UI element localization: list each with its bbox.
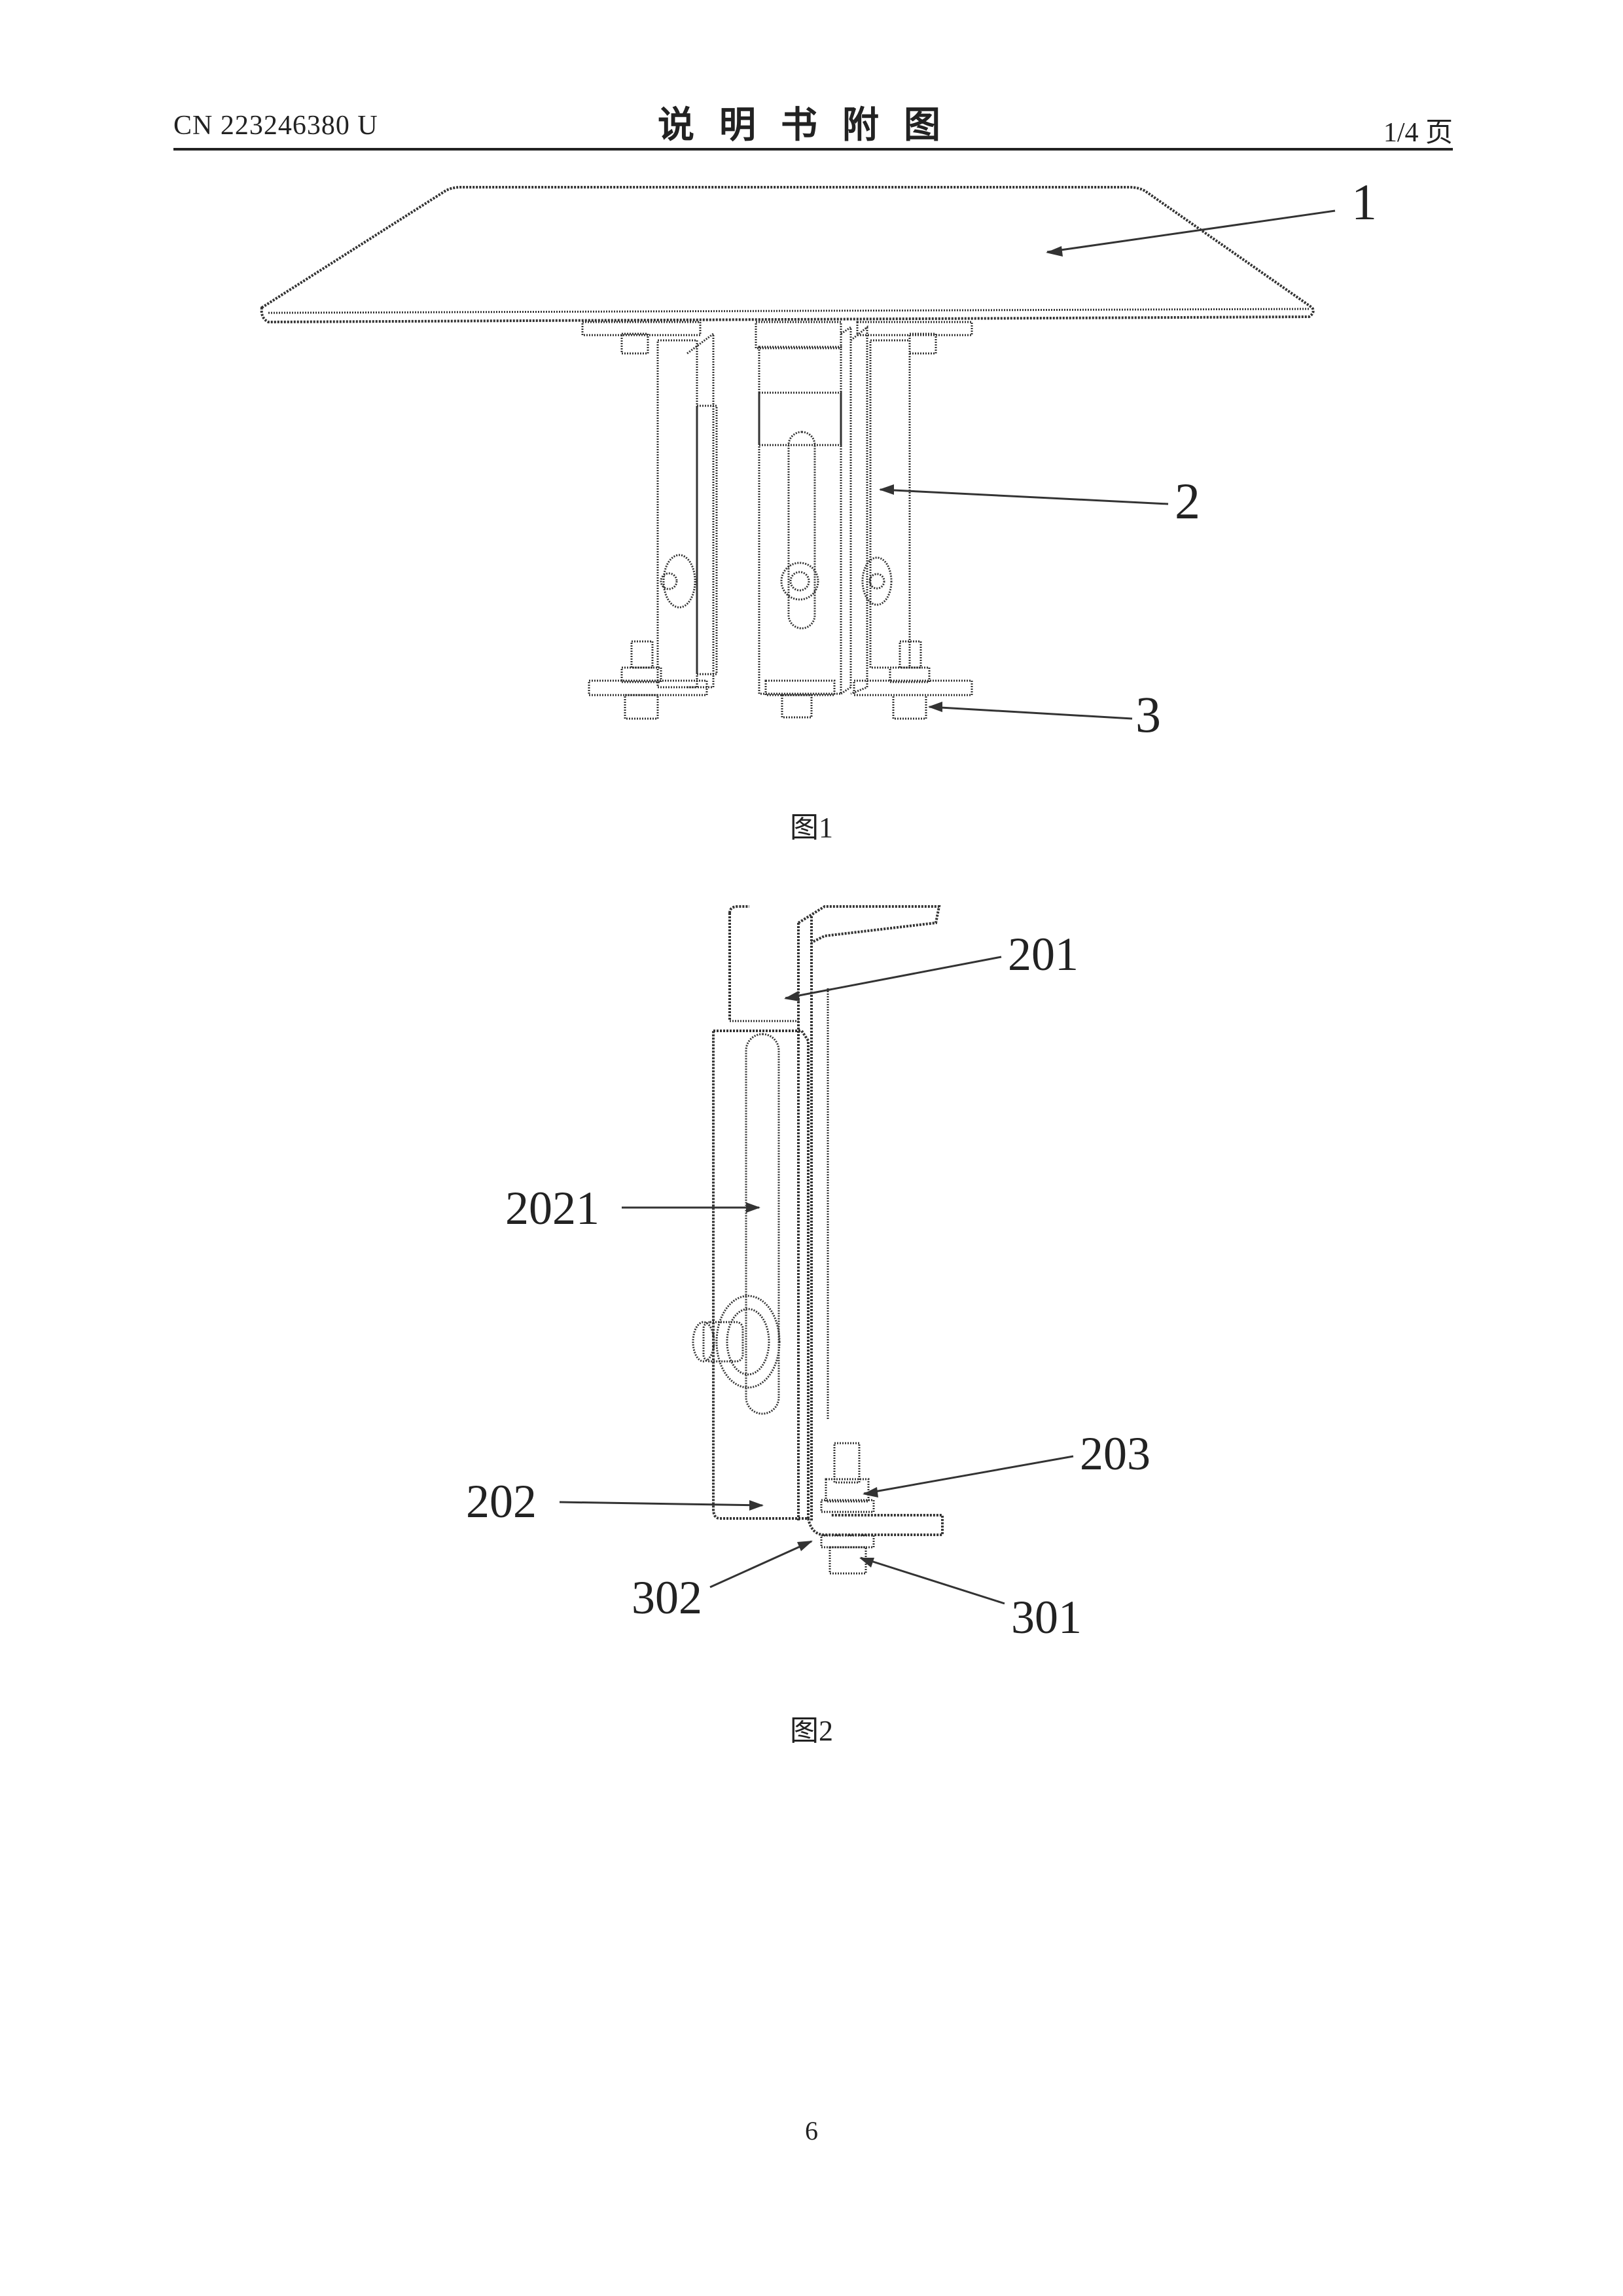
fig1-shade-edge (268, 309, 1309, 313)
figure-1-caption: 图1 (0, 804, 1623, 846)
fig1-arrow-3 (928, 702, 942, 712)
fig2-label-203: 203 (1080, 1427, 1150, 1480)
fig1-right-bracket (851, 322, 972, 719)
fig2-bottom-flange (808, 1515, 942, 1535)
fig2-leader-201 (785, 957, 1001, 998)
fig1-left-bracket (582, 322, 717, 719)
fig1-leader-2 (880, 490, 1168, 504)
fig2-bolt (704, 1322, 743, 1361)
page-number: 6 (0, 2115, 1623, 2146)
fig2-label-201: 201 (1008, 928, 1079, 980)
fig2-plate-202 (713, 1031, 808, 1518)
fig1-shade (262, 187, 1313, 322)
fig2-leader-301 (861, 1558, 1005, 1604)
figure-2-drawing: 201 2021 203 202 302 301 (466, 906, 1150, 1643)
fig1-arrow-2 (879, 484, 894, 495)
fig2-label-301: 301 (1011, 1591, 1082, 1643)
fig1-label-3: 3 (1135, 686, 1161, 743)
fig2-label-2021: 2021 (505, 1182, 599, 1234)
fig1-label-1: 1 (1351, 173, 1377, 230)
fig2-leader-302 (710, 1541, 812, 1587)
fig2-bolt-203 (834, 1443, 859, 1482)
fig1-leader-1 (1047, 211, 1335, 252)
fig2-label-202: 202 (466, 1475, 537, 1528)
fig2-leader-203 (864, 1456, 1073, 1494)
fig2-slot-2021 (746, 1034, 779, 1414)
fig2-label-302: 302 (632, 1571, 702, 1624)
fig2-bracket-201 (798, 906, 939, 1522)
fig1-center-bracket (756, 322, 851, 717)
figure-1-drawing: 1 2 3 (262, 173, 1377, 743)
fig2-leader-202 (560, 1502, 762, 1505)
fig2-bracket-201-back (730, 906, 749, 1021)
fig2-washer-301 (821, 1535, 874, 1547)
figure-2-caption: 图2 (0, 1707, 1623, 1749)
fig1-label-2: 2 (1175, 473, 1200, 529)
fig1-leader-3 (929, 707, 1132, 719)
